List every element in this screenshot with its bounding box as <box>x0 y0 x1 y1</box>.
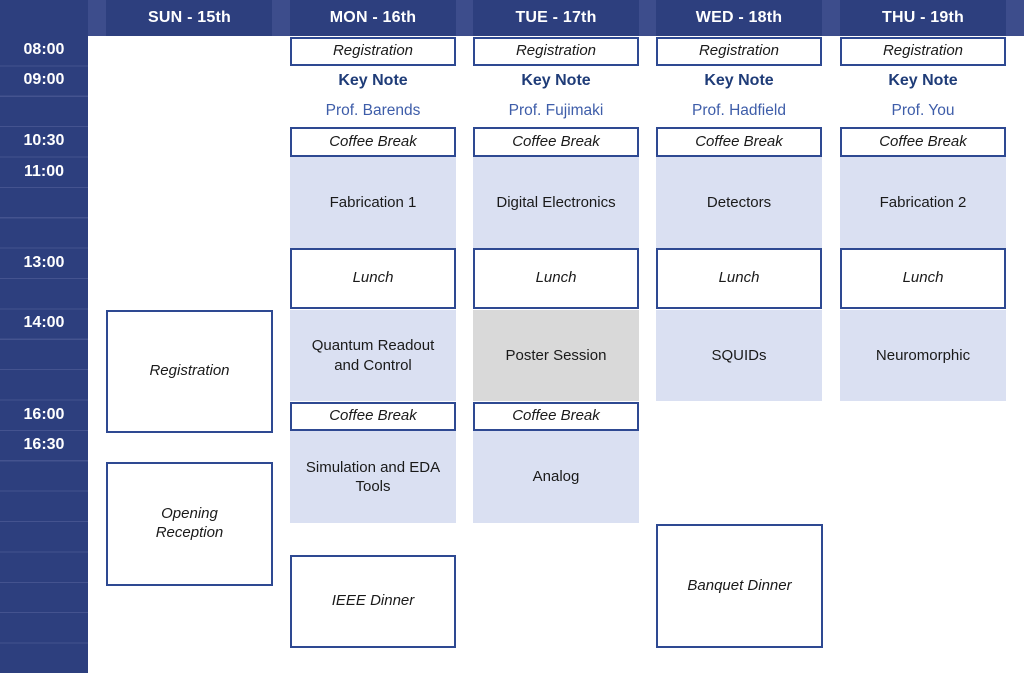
event-coffee-break-mon-am[interactable]: Coffee Break <box>290 127 456 157</box>
time-label-0800: 08:00 <box>23 41 65 58</box>
event-lunch-wed[interactable]: Lunch <box>656 248 822 309</box>
event-registration-tue[interactable]: Registration <box>473 37 639 66</box>
event-keynote-thu[interactable]: Key Note <box>888 71 958 89</box>
day-header-tue: TUE - 17th <box>515 9 597 26</box>
time-label-1300: 13:00 <box>23 254 65 271</box>
session-detectors[interactable]: Detectors <box>656 157 822 248</box>
day-header-mon: MON - 16th <box>329 9 417 26</box>
event-registration-mon[interactable]: Registration <box>290 37 456 66</box>
time-label-1600: 16:00 <box>23 406 65 423</box>
event-keynote-tue[interactable]: Key Note <box>521 71 591 89</box>
event-lunch-mon[interactable]: Lunch <box>290 248 456 309</box>
event-lunch-tue[interactable]: Lunch <box>473 248 639 309</box>
header-column-separator <box>822 0 840 36</box>
event-opening-reception[interactable]: Opening Reception <box>106 462 273 586</box>
event-ieee-dinner[interactable]: IEEE Dinner <box>290 555 456 648</box>
time-label-1030: 10:30 <box>23 132 65 149</box>
session-analog[interactable]: Analog <box>473 431 639 523</box>
event-registration-thu[interactable]: Registration <box>840 37 1006 66</box>
header-column-separator <box>639 0 656 36</box>
event-speaker-you[interactable]: Prof. You <box>891 102 955 119</box>
session-simulation-and-eda-tools[interactable]: Simulation and EDA Tools <box>290 431 456 523</box>
event-coffee-break-tue-pm[interactable]: Coffee Break <box>473 402 639 431</box>
time-column <box>0 36 88 673</box>
event-lunch-thu[interactable]: Lunch <box>840 248 1006 309</box>
session-neuromorphic[interactable]: Neuromorphic <box>840 310 1006 401</box>
session-poster-session[interactable]: Poster Session <box>473 310 639 401</box>
session-digital-electronics[interactable]: Digital Electronics <box>473 157 639 248</box>
event-speaker-barends[interactable]: Prof. Barends <box>325 102 421 119</box>
header-column-separator <box>1006 0 1024 36</box>
event-coffee-break-tue-am[interactable]: Coffee Break <box>473 127 639 157</box>
session-fabrication-2[interactable]: Fabrication 2 <box>840 157 1006 248</box>
event-speaker-hadfield[interactable]: Prof. Hadfield <box>692 102 786 119</box>
day-header-wed: WED - 18th <box>695 9 783 26</box>
header-column-separator <box>272 0 290 36</box>
event-registration-wed[interactable]: Registration <box>656 37 822 66</box>
event-banquet-dinner[interactable]: Banquet Dinner <box>656 524 823 648</box>
event-coffee-break-wed-am[interactable]: Coffee Break <box>656 127 822 157</box>
session-quantum-readout-and-control[interactable]: Quantum Readout and Control <box>290 310 456 401</box>
session-squids[interactable]: SQUIDs <box>656 310 822 401</box>
time-label-1100: 11:00 <box>23 163 65 180</box>
time-label-1400: 14:00 <box>23 314 65 331</box>
session-fabrication-1[interactable]: Fabrication 1 <box>290 157 456 248</box>
day-header-bar <box>0 0 1024 36</box>
day-header-thu: THU - 19th <box>882 9 964 26</box>
day-header-sun: SUN - 15th <box>148 9 231 26</box>
time-label-0900: 09:00 <box>23 71 65 88</box>
event-keynote-wed[interactable]: Key Note <box>704 71 774 89</box>
header-column-separator <box>456 0 473 36</box>
header-column-separator <box>88 0 106 36</box>
event-keynote-mon[interactable]: Key Note <box>338 71 408 89</box>
time-label-1630: 16:30 <box>23 436 65 453</box>
event-speaker-fujimaki[interactable]: Prof. Fujimaki <box>508 102 604 119</box>
event-coffee-break-thu-am[interactable]: Coffee Break <box>840 127 1006 157</box>
event-coffee-break-mon-pm[interactable]: Coffee Break <box>290 402 456 431</box>
event-registration-sun[interactable]: Registration <box>106 310 273 433</box>
